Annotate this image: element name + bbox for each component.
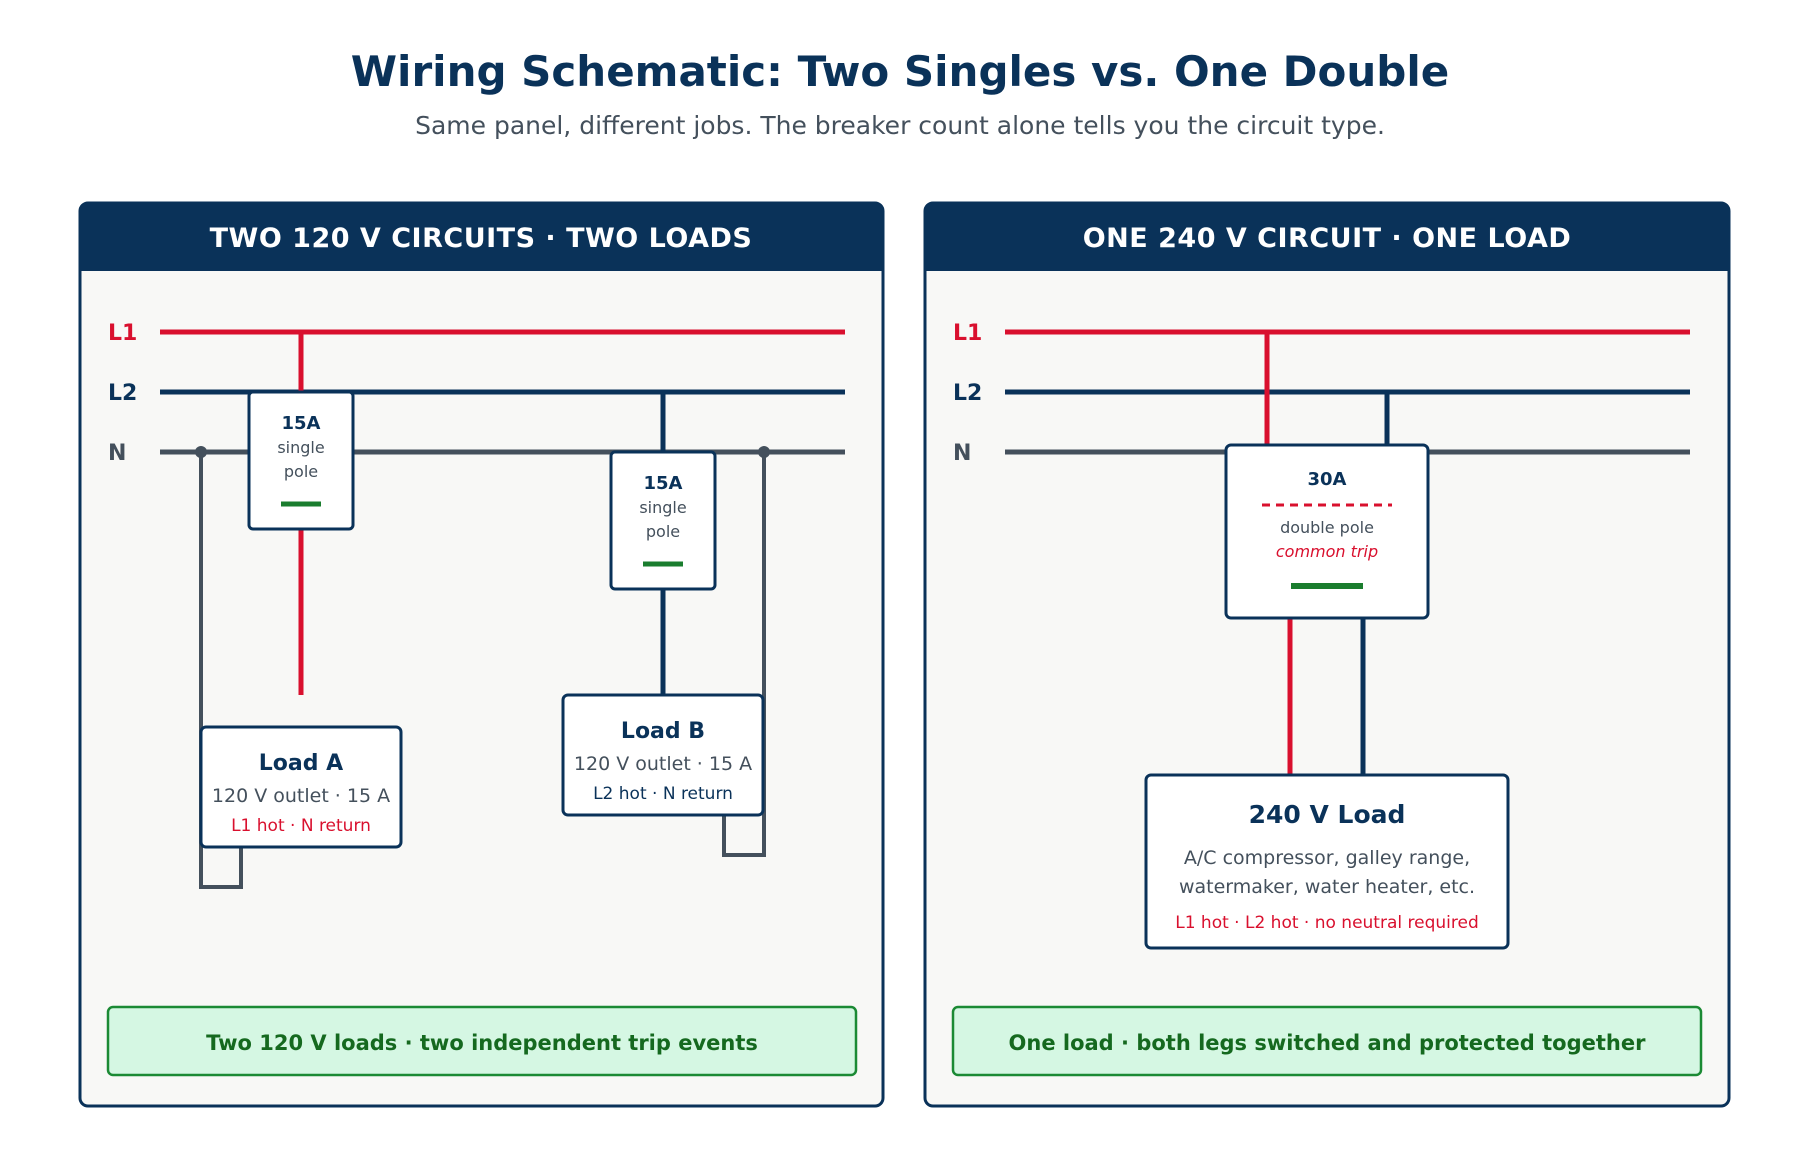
rail-label-l2: L2: [953, 381, 982, 406]
load-a-box: [199, 725, 403, 849]
load-240v-wiring: L1 hot · L2 hot · no neutral required: [1175, 913, 1479, 933]
right-panel: ONE 240 V CIRCUIT · ONE LOAD L1 L2 N 30A…: [923, 201, 1731, 1108]
left-panel: TWO 120 V CIRCUITS · TWO LOADS L1 L2 N 1…: [78, 201, 885, 1108]
left-footer-text: Two 120 V loads · two independent trip e…: [206, 1031, 758, 1055]
load-b-title: Load B: [621, 719, 705, 744]
right-footer-box: [951, 1005, 1703, 1077]
breaker-a-box: [247, 390, 355, 531]
load-b: Load B 120 V outlet · 15 A L2 hot · N re…: [561, 693, 765, 817]
diagram-subtitle: Same panel, different jobs. The breaker …: [415, 111, 1385, 140]
double-pole-breaker-type: double pole: [1280, 518, 1374, 537]
rail-label-n: N: [953, 441, 971, 466]
right-panel-header: ONE 240 V CIRCUIT · ONE LOAD: [1083, 223, 1572, 254]
breaker-b-type-2: pole: [646, 522, 680, 541]
breaker-a-amp: 15A: [282, 413, 321, 434]
breaker-b-amp: 15A: [644, 473, 683, 494]
rail-label-l1: L1: [108, 321, 137, 346]
load-a-desc: 120 V outlet · 15 A: [212, 785, 390, 807]
load-240v-desc-2: watermaker, water heater, etc.: [1179, 876, 1475, 898]
double-pole-breaker-box: [1224, 443, 1430, 620]
load-240v-desc-1: A/C compressor, galley range,: [1184, 847, 1470, 869]
right-footer-text: One load · both legs switched and protec…: [1009, 1031, 1647, 1055]
left-panel-header: TWO 120 V CIRCUITS · TWO LOADS: [210, 223, 753, 254]
breaker-b-box: [609, 450, 717, 591]
breaker-a-type-2: pole: [284, 462, 318, 481]
right-panel-frame: [923, 201, 1731, 1108]
double-pole-breaker-trip: common trip: [1276, 542, 1378, 561]
breaker-b-type-1: single: [639, 498, 686, 517]
load-b-wiring: L2 hot · N return: [593, 784, 733, 804]
breaker-a: 15A single pole: [247, 390, 355, 531]
left-footer-box: [106, 1005, 858, 1077]
load-a-title: Load A: [259, 751, 343, 776]
load-240v-box: [1144, 773, 1510, 950]
load-a-wiring: L1 hot · N return: [231, 816, 371, 836]
load-240v-title: 240 V Load: [1249, 800, 1406, 829]
breaker-b: 15A single pole: [609, 450, 717, 591]
rail-label-l2: L2: [108, 381, 137, 406]
load-240v: 240 V Load A/C compressor, galley range,…: [1144, 773, 1510, 950]
rail-label-n: N: [108, 441, 126, 466]
rail-label-l1: L1: [953, 321, 982, 346]
breaker-a-type-1: single: [277, 438, 324, 457]
load-b-box: [561, 693, 765, 817]
double-pole-breaker-amp: 30A: [1308, 469, 1347, 490]
load-b-neutral-wire: [722, 452, 766, 857]
diagram-title: Wiring Schematic: Two Singles vs. One Do…: [351, 47, 1450, 96]
right-panel-header-bg: [925, 203, 1729, 271]
load-a: Load A 120 V outlet · 15 A L1 hot · N re…: [199, 725, 403, 849]
load-b-desc: 120 V outlet · 15 A: [574, 753, 752, 775]
left-panel-header-bg: [80, 203, 883, 271]
load-a-neutral-wire: [199, 452, 243, 889]
double-pole-breaker: 30A double pole common trip: [1224, 443, 1430, 620]
